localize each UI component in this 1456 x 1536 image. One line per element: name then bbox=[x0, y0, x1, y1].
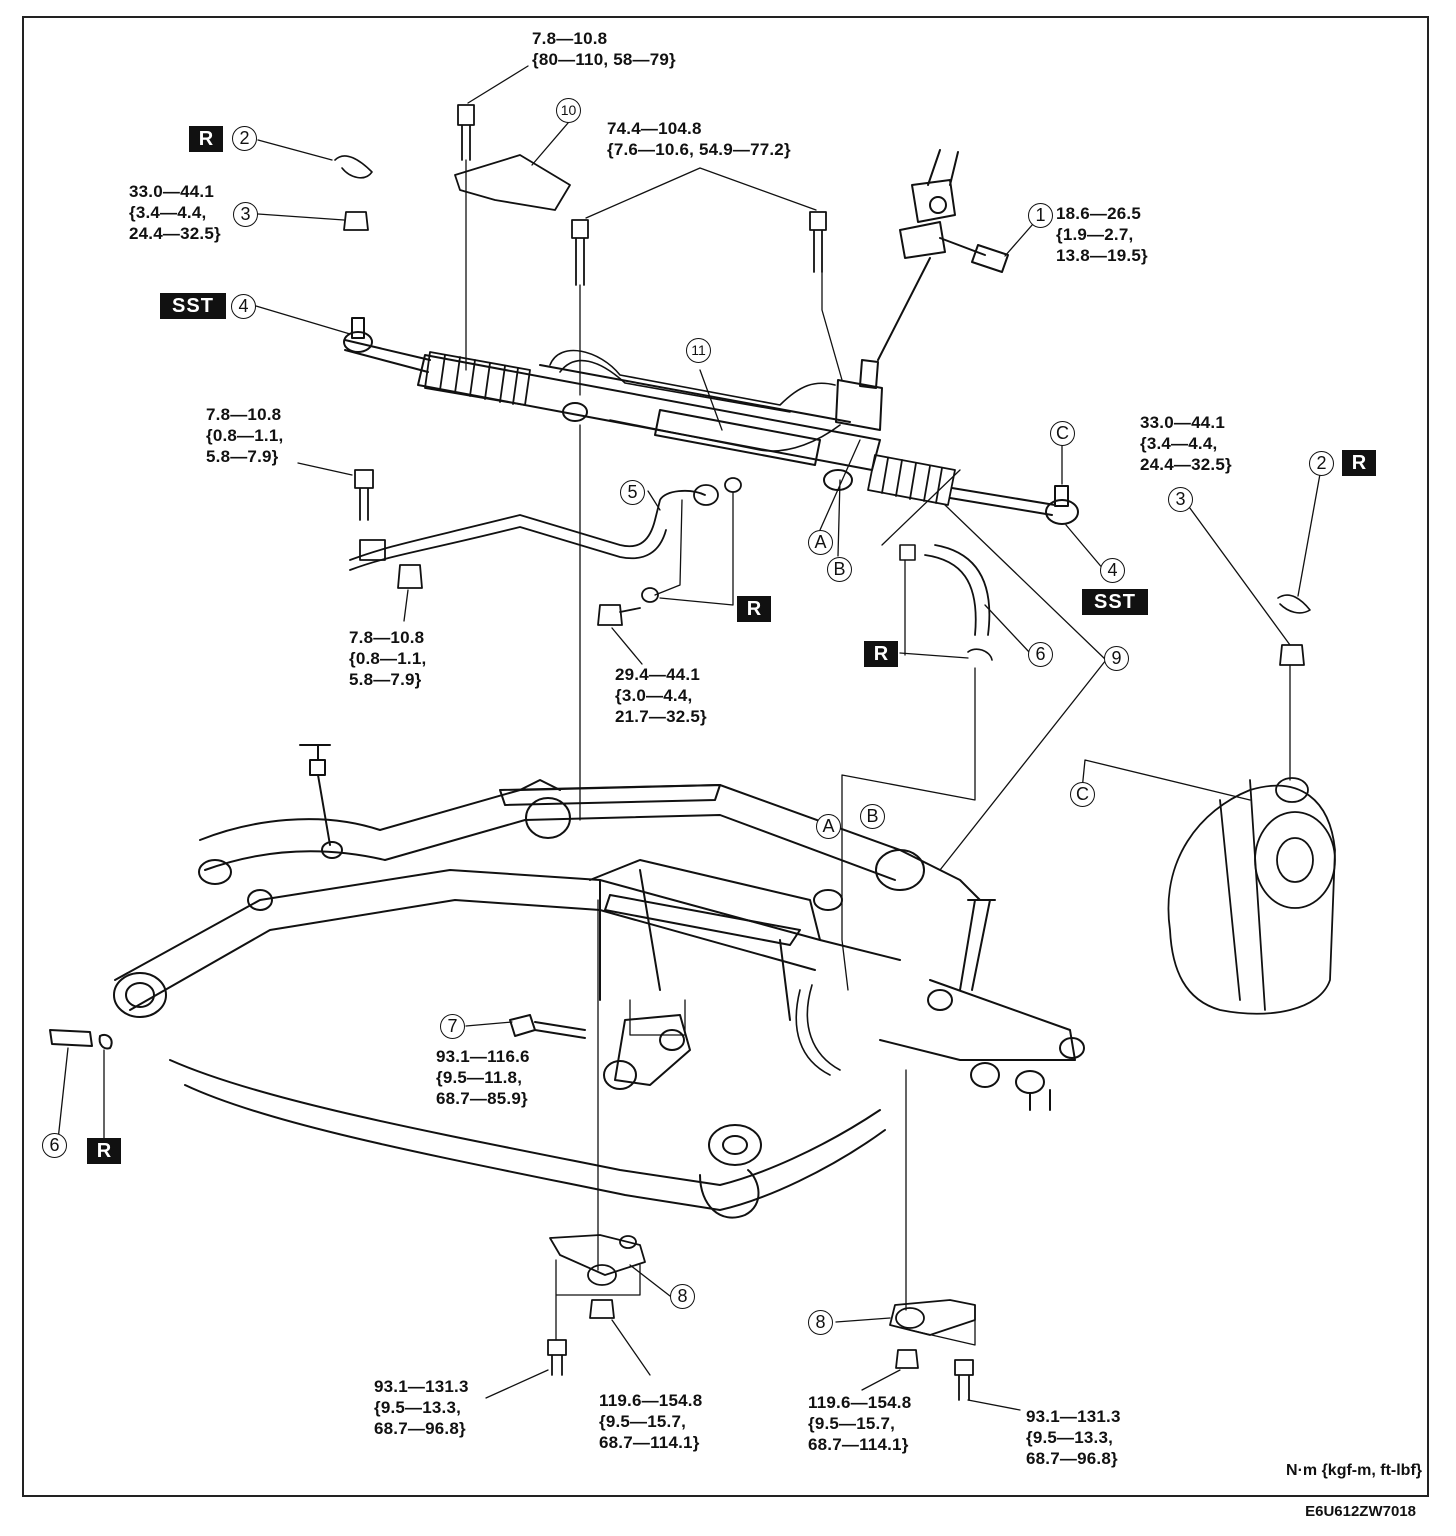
torque-label-column-joint-bolt: 18.6—26.5{1.9—2.7,13.8—19.5} bbox=[1056, 204, 1148, 265]
callout-3-left: 3 bbox=[233, 202, 258, 227]
callout-C-lower: C bbox=[1070, 782, 1095, 807]
torque-label-tie-rod-nut-left: 33.0—44.1{3.4—4.4,24.4—32.5} bbox=[129, 182, 221, 243]
callout-B-lower: B bbox=[860, 804, 885, 829]
torque-units-legend: N·m {kgf-m, ft-lbf} bbox=[1286, 1462, 1422, 1479]
callout-8-left: 8 bbox=[670, 1284, 695, 1309]
heat-shield-drawing bbox=[454, 154, 571, 211]
callout-6-right: 6 bbox=[1028, 642, 1053, 667]
callout-C-upper: C bbox=[1050, 421, 1075, 446]
callout-1: 1 bbox=[1028, 203, 1053, 228]
torque-label-tie-rod-nut-right: 33.0—44.1{3.4—4.4,24.4—32.5} bbox=[1140, 413, 1232, 474]
replace-tag-clamp-left: R bbox=[87, 1138, 121, 1164]
replace-tag-2-right: R bbox=[1342, 450, 1376, 476]
callout-9: 9 bbox=[1104, 646, 1129, 671]
crossmember-drawing bbox=[49, 744, 1085, 1219]
callout-5: 5 bbox=[620, 480, 645, 505]
callout-10: 10 bbox=[556, 98, 581, 123]
torque-label-pipe-bolt-lower: 7.8—10.8{0.8—1.1,5.8—7.9} bbox=[349, 628, 427, 689]
torque-label-shield-bolt: 7.8—10.8{80—110, 58—79} bbox=[532, 29, 676, 69]
torque-label-nut-8-right: 119.6—154.8{9.5—15.7,68.7—114.1} bbox=[808, 1393, 912, 1454]
callout-A-lower: A bbox=[816, 814, 841, 839]
column-joint-drawing bbox=[877, 149, 1009, 361]
callout-8-right: 8 bbox=[808, 1310, 833, 1335]
knuckle-hub-drawing bbox=[1167, 777, 1336, 1015]
callout-2-left: 2 bbox=[232, 126, 257, 151]
torque-label-pipe-bolt-upper: 7.8—10.8{0.8—1.1,5.8—7.9} bbox=[206, 405, 284, 466]
callout-A-upper: A bbox=[808, 530, 833, 555]
callout-11: 11 bbox=[686, 338, 711, 363]
torque-label-bolt-8-left: 93.1—131.3{9.5—13.3,68.7—96.8} bbox=[374, 1377, 469, 1438]
torque-label-bolt-8-right: 93.1—131.3{9.5—13.3,68.7—96.8} bbox=[1026, 1407, 1121, 1468]
sst-tag-left: SST bbox=[160, 293, 226, 319]
callout-2-right: 2 bbox=[1309, 451, 1334, 476]
diagram-frame bbox=[22, 16, 1429, 1497]
callout-4-right: 4 bbox=[1100, 558, 1125, 583]
replace-tag-2-left: R bbox=[189, 126, 223, 152]
callout-B-upper: B bbox=[827, 557, 852, 582]
callout-3-right: 3 bbox=[1168, 487, 1193, 512]
leader-lines bbox=[57, 65, 1321, 1411]
steering-gear-drawing bbox=[343, 317, 1079, 525]
callout-4-left: 4 bbox=[231, 294, 256, 319]
torque-label-union-bolt: 29.4—44.1{3.0—4.4,21.7—32.5} bbox=[615, 665, 707, 726]
document-id: E6U612ZW7018 bbox=[1305, 1503, 1416, 1520]
brackets-8-drawing bbox=[547, 1234, 976, 1401]
replace-tag-washer: R bbox=[737, 596, 771, 622]
pressure-lines-drawing bbox=[349, 477, 742, 626]
callout-7: 7 bbox=[440, 1014, 465, 1039]
torque-label-mount-bolt-7: 93.1—116.6{9.5—11.8,68.7—85.9} bbox=[436, 1047, 530, 1108]
replace-tag-clamp-right: R bbox=[864, 641, 898, 667]
torque-label-nut-8-left: 119.6—154.8{9.5—15.7,68.7—114.1} bbox=[599, 1391, 703, 1452]
callout-6-left: 6 bbox=[42, 1133, 67, 1158]
sst-tag-right: SST bbox=[1082, 589, 1148, 615]
torque-label-bracket-bolts: 74.4—104.8{7.6—10.6, 54.9—77.2} bbox=[607, 119, 791, 159]
